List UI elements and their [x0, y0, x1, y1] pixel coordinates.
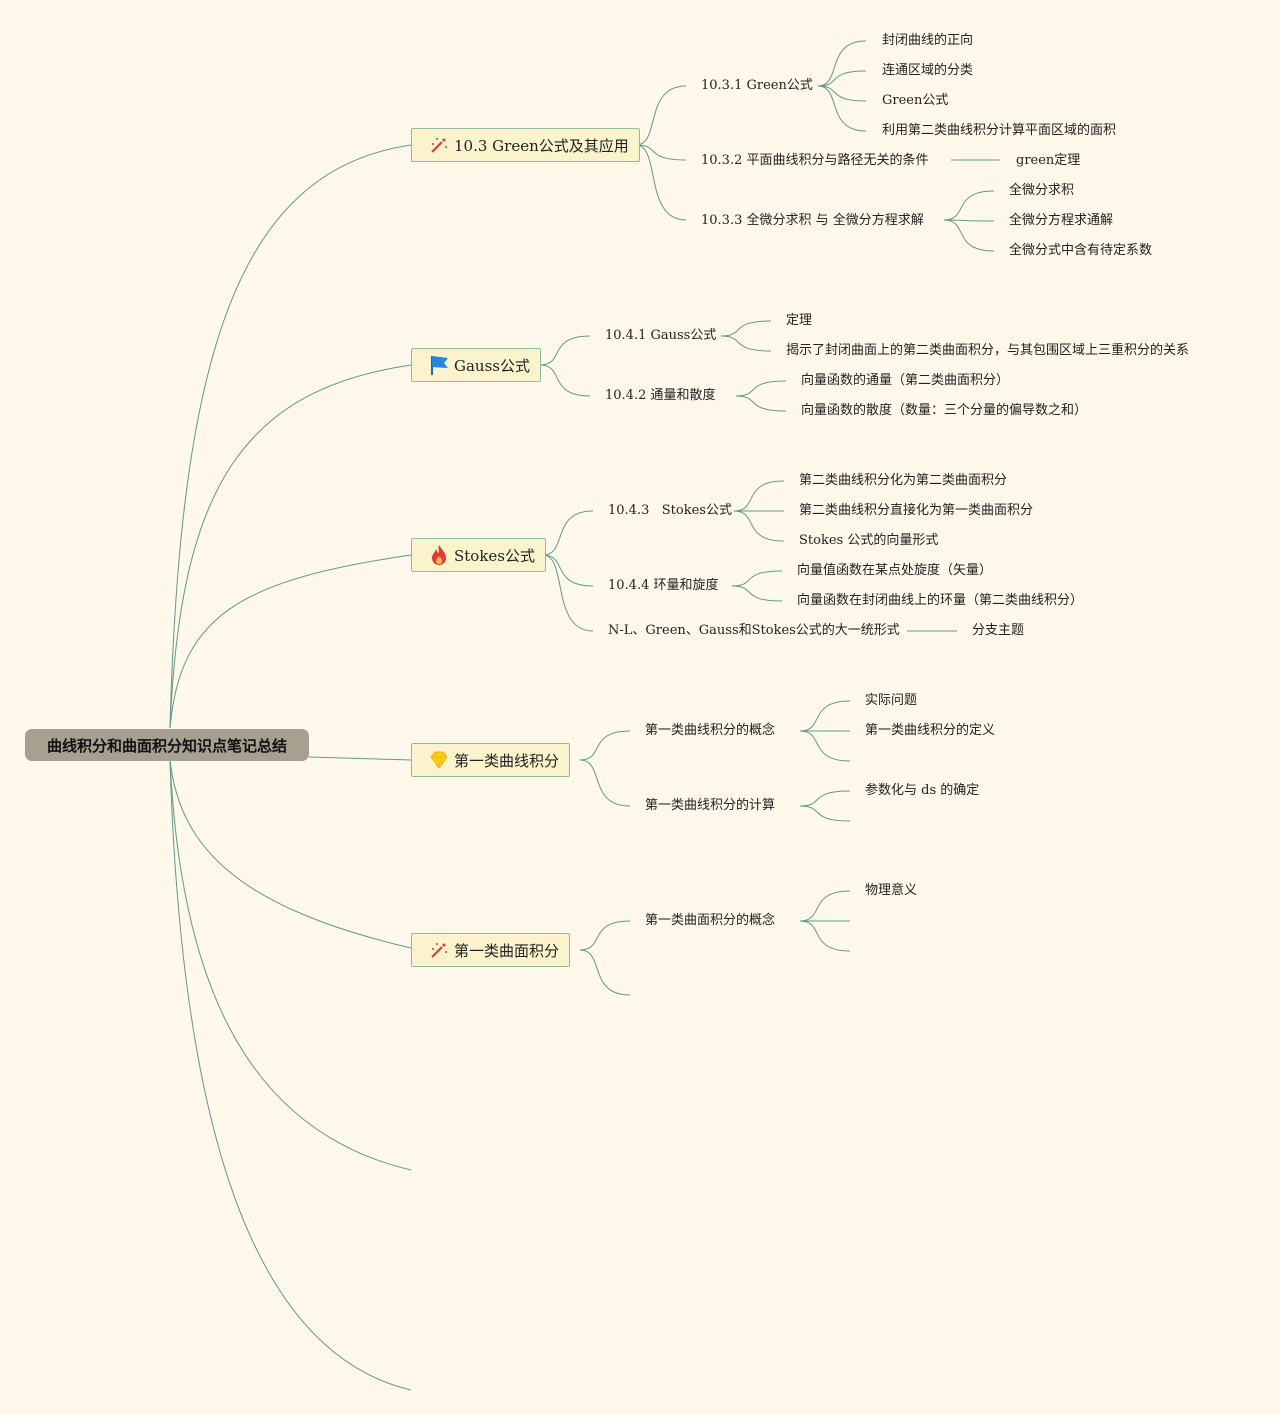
fire-icon — [428, 544, 450, 566]
diamond-icon — [428, 749, 450, 771]
connector-line — [799, 920, 851, 952]
subtopic-surface-integral-concept[interactable]: 第一类曲面积分的概念 — [645, 913, 776, 928]
connector-line — [169, 759, 412, 1391]
connector-line — [635, 85, 687, 146]
connector-line — [579, 759, 631, 807]
topic-label: Gauss公式 — [454, 356, 530, 375]
topic-label: 10.3 Green公式及其应用 — [454, 136, 629, 155]
subtopic-unified-form[interactable]: N-L、Green、Gauss和Stokes公式的大一统形式 — [608, 623, 900, 638]
connector-line — [542, 554, 594, 632]
topic-gauss-formula[interactable]: Gauss公式 — [411, 348, 541, 382]
connector-line — [731, 570, 783, 587]
topic-stokes-formula[interactable]: Stokes公式 — [411, 538, 546, 572]
connector-line — [799, 805, 851, 822]
subtopic-10-3-1[interactable]: 10.3.1 Green公式 — [701, 78, 813, 93]
leaf-node[interactable]: Stokes 公式的向量形式 — [799, 533, 939, 548]
connector-line — [169, 759, 412, 949]
subtopic-10-4-4[interactable]: 10.4.4 环量和旋度 — [608, 578, 719, 593]
connector-line — [579, 920, 631, 951]
connector-line — [539, 364, 591, 397]
connector-line — [943, 190, 995, 221]
leaf-node[interactable]: 向量值函数在某点处旋度（矢量） — [797, 563, 993, 578]
leaf-node[interactable]: 物理意义 — [865, 883, 918, 898]
connector-line — [943, 219, 995, 252]
leaf-node[interactable]: 全微分式中含有待定系数 — [1009, 243, 1153, 258]
connector-line — [817, 85, 867, 102]
connector-line — [635, 144, 687, 161]
leaf-node[interactable]: 向量函数在封闭曲线上的环量（第二类曲线积分） — [797, 593, 1084, 608]
connector-line — [799, 700, 851, 732]
connector-line — [542, 554, 594, 587]
connector-line — [169, 364, 412, 729]
connector-line — [720, 320, 772, 337]
topic-first-kind-surface-integral[interactable]: 第一类曲面积分 — [411, 933, 571, 967]
subtopic-line-integral-computation[interactable]: 第一类曲线积分的计算 — [645, 798, 776, 813]
leaf-node[interactable]: 揭示了封闭曲面上的第二类曲面积分，与其包围区域上三重积分的关系 — [786, 343, 1190, 358]
leaf-node[interactable]: 利用第二类曲线积分计算平面区域的面积 — [882, 123, 1117, 138]
leaf-node[interactable]: 分支主题 — [972, 623, 1025, 638]
connector-line — [799, 790, 851, 807]
leaf-node[interactable]: 封闭曲线的正向 — [882, 33, 974, 48]
leaf-node[interactable]: 全微分求积 — [1009, 183, 1075, 198]
connector-line — [817, 85, 867, 132]
subtopic-10-4-3[interactable]: 10.4.3 Stokes公式 — [608, 503, 732, 518]
topic-label: Stokes公式 — [454, 546, 535, 565]
leaf-node[interactable]: Green公式 — [882, 93, 949, 108]
connector-line — [635, 144, 687, 221]
connector-line — [799, 890, 851, 922]
topic-label: 第一类曲面积分 — [454, 941, 560, 960]
connector-line — [735, 395, 787, 412]
leaf-node[interactable]: 全微分方程求通解 — [1009, 213, 1114, 228]
connector-line — [733, 510, 785, 542]
connector-line — [542, 510, 594, 556]
leaf-node[interactable]: 向量函数的散度（数量：三个分量的偏导数之和） — [801, 403, 1088, 418]
blue-flag-icon — [428, 354, 450, 376]
connector-line — [731, 585, 783, 602]
leaf-node[interactable]: 向量函数的通量（第二类曲面积分） — [801, 373, 1010, 388]
magic-wand-icon — [428, 939, 450, 961]
connector-line — [169, 554, 412, 729]
connector-line — [579, 730, 631, 761]
leaf-node[interactable]: 第二类曲线积分直接化为第一类曲面积分 — [799, 503, 1034, 518]
connector-line — [817, 40, 867, 87]
connector-line — [735, 380, 787, 397]
connector-line — [817, 70, 867, 87]
leaf-node[interactable]: 定理 — [786, 313, 813, 328]
connector-line — [799, 730, 851, 762]
leaf-node[interactable]: 连通区域的分类 — [882, 63, 974, 78]
subtopic-10-3-3[interactable]: 10.3.3 全微分求积 与 全微分方程求解 — [701, 213, 924, 228]
topic-green-formula[interactable]: 10.3 Green公式及其应用 — [411, 128, 640, 162]
connector-line — [308, 756, 412, 761]
leaf-node[interactable]: 实际问题 — [865, 693, 918, 708]
magic-wand-icon — [428, 134, 450, 156]
connector-line — [579, 949, 631, 996]
leaf-node[interactable]: green定理 — [1016, 153, 1081, 168]
connector-line — [539, 335, 591, 366]
connector-line — [720, 335, 772, 352]
connector-line — [169, 759, 412, 1171]
topic-label: 第一类曲线积分 — [454, 751, 560, 770]
root-topic[interactable]: 曲线积分和曲面积分知识点笔记总结 — [25, 729, 309, 761]
leaf-node[interactable]: 第一类曲线积分的定义 — [865, 723, 996, 738]
topic-first-kind-line-integral[interactable]: 第一类曲线积分 — [411, 743, 571, 777]
leaf-node[interactable]: 参数化与 ds 的确定 — [865, 783, 980, 798]
connector-line — [943, 219, 995, 222]
root-topic-label: 曲线积分和曲面积分知识点笔记总结 — [46, 736, 287, 755]
leaf-node[interactable]: 第二类曲线积分化为第二类曲面积分 — [799, 473, 1008, 488]
connector-line — [169, 144, 412, 729]
connector-line — [733, 480, 785, 512]
subtopic-10-4-2[interactable]: 10.4.2 通量和散度 — [605, 388, 716, 403]
subtopic-10-4-1[interactable]: 10.4.1 Gauss公式 — [605, 328, 717, 343]
subtopic-line-integral-concept[interactable]: 第一类曲线积分的概念 — [645, 723, 776, 738]
subtopic-10-3-2[interactable]: 10.3.2 平面曲线积分与路径无关的条件 — [701, 153, 929, 168]
